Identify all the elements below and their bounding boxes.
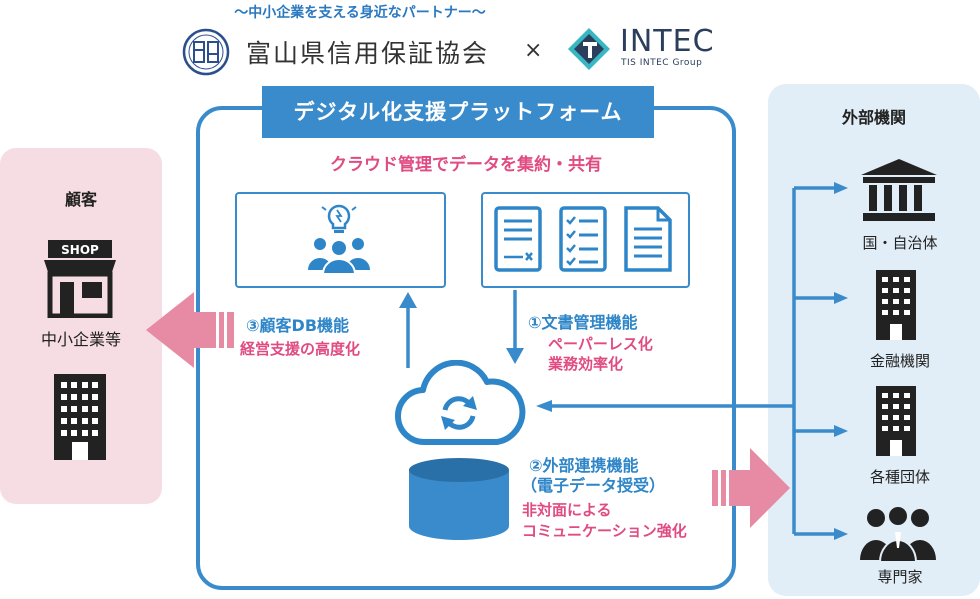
document-desc-2: 業務効率化 bbox=[548, 355, 624, 373]
intec-logo-mark bbox=[568, 28, 610, 70]
external-connector-lines bbox=[536, 182, 848, 540]
customer-db-desc: 経営支援の高度化 bbox=[240, 340, 361, 358]
tagline: 〜中小企業を支える身近なパートナー〜 bbox=[234, 5, 486, 21]
office-building-icon bbox=[54, 374, 106, 460]
customer-label: 中小企業等 bbox=[40, 330, 121, 349]
external-desc-1: 非対面による bbox=[522, 501, 612, 519]
arrow-up-head bbox=[399, 292, 417, 308]
pink-arrow-to-external bbox=[712, 448, 790, 528]
intec-group-label: TIS INTEC Group bbox=[621, 58, 703, 68]
arrow-down-head bbox=[506, 348, 524, 364]
business-people-icon bbox=[860, 505, 936, 562]
platform-title: デジタル化支援プラットフォーム bbox=[262, 86, 654, 138]
people-lightbulb-icon bbox=[308, 204, 370, 274]
office-building-icon bbox=[876, 270, 916, 340]
database-icon bbox=[409, 458, 509, 540]
document-title: ①文書管理機能 bbox=[528, 313, 638, 332]
customer-db-title: ③顧客DB機能 bbox=[246, 316, 350, 335]
external-title-1: ②外部連携機能 bbox=[529, 456, 639, 475]
document-desc-1: ペーパーレス化 bbox=[548, 335, 653, 353]
association-name: 富山県信用保証協会 bbox=[246, 39, 490, 68]
external-item-government: 国・自治体 bbox=[862, 234, 938, 252]
internal-arrows bbox=[399, 290, 524, 368]
government-building-icon bbox=[861, 159, 937, 221]
documents-icon bbox=[494, 206, 672, 272]
external-title-2: （電子データ授受） bbox=[521, 476, 666, 495]
external-item-financial: 金融機関 bbox=[869, 352, 930, 370]
intec-wordmark: INTEC bbox=[620, 24, 715, 59]
external-item-experts: 専門家 bbox=[877, 568, 923, 586]
pink-arrow-to-customer bbox=[146, 292, 234, 368]
shop-sign-text: SHOP bbox=[61, 243, 99, 257]
office-building-icon bbox=[876, 386, 916, 456]
cloud-sync-icon bbox=[395, 360, 526, 446]
customer-heading: 顧客 bbox=[64, 190, 97, 209]
external-item-organizations: 各種団体 bbox=[869, 468, 930, 486]
association-seal-logo bbox=[182, 28, 230, 76]
external-desc-2: コミュニケーション強化 bbox=[522, 522, 687, 540]
times-sign: × bbox=[524, 38, 543, 63]
external-heading: 外部機関 bbox=[841, 108, 906, 127]
shop-icon: SHOP bbox=[44, 240, 116, 318]
platform-subtitle: クラウド管理でデータを集約・共有 bbox=[330, 155, 602, 175]
